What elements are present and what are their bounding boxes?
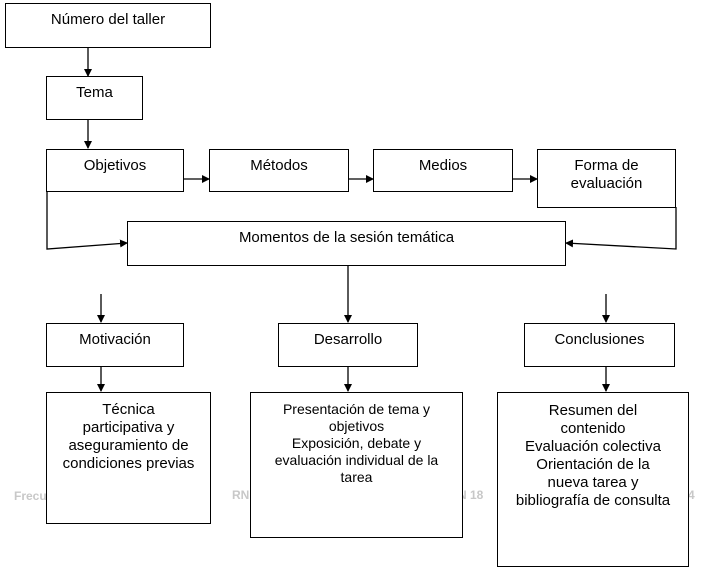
objetivos-label: Objetivos (83, 157, 147, 174)
conclusiones-box: Conclusiones (524, 323, 675, 367)
watermark-mid: RN (232, 488, 250, 502)
desarrollo-label: Desarrollo (313, 331, 383, 348)
arrow-forma-momentos (565, 207, 677, 250)
resumen-box: Resumen del contenido Evaluación colecti… (497, 392, 689, 567)
resumen-label: Resumen del contenido Evaluación colecti… (515, 402, 671, 509)
objetivos-box: Objetivos (46, 149, 184, 192)
tecnica-label: Técnica participativa y aseguramiento de… (62, 401, 195, 472)
tema-label: Tema (76, 84, 113, 101)
watermark-left: Frecu (14, 489, 47, 503)
medios-label: Medios (418, 157, 468, 174)
momentos-label: Momentos de la sesión temática (238, 229, 455, 246)
metodos-box: Métodos (209, 149, 349, 192)
numero-taller-box: Número del taller (5, 3, 211, 48)
tecnica-box: Técnica participativa y aseguramiento de… (46, 392, 211, 524)
arrow-objetivos-momentos (46, 192, 128, 250)
numero-taller-label: Número del taller (50, 11, 166, 28)
presentacion-box: Presentación de tema y objetivos Exposic… (250, 392, 463, 538)
watermark-edge: 4 (688, 488, 695, 502)
metodos-label: Métodos (250, 157, 308, 174)
conclusiones-label: Conclusiones (554, 331, 645, 348)
motivacion-box: Motivación (46, 323, 184, 367)
momentos-box: Momentos de la sesión temática (127, 221, 566, 266)
desarrollo-box: Desarrollo (278, 323, 418, 367)
forma-evaluacion-box: Forma de evaluación (537, 149, 676, 208)
motivacion-label: Motivación (79, 331, 151, 348)
presentacion-label: Presentación de tema y objetivos Exposic… (274, 401, 439, 485)
tema-box: Tema (46, 76, 143, 120)
medios-box: Medios (373, 149, 513, 192)
forma-evaluacion-label: Forma de evaluación (570, 157, 643, 192)
